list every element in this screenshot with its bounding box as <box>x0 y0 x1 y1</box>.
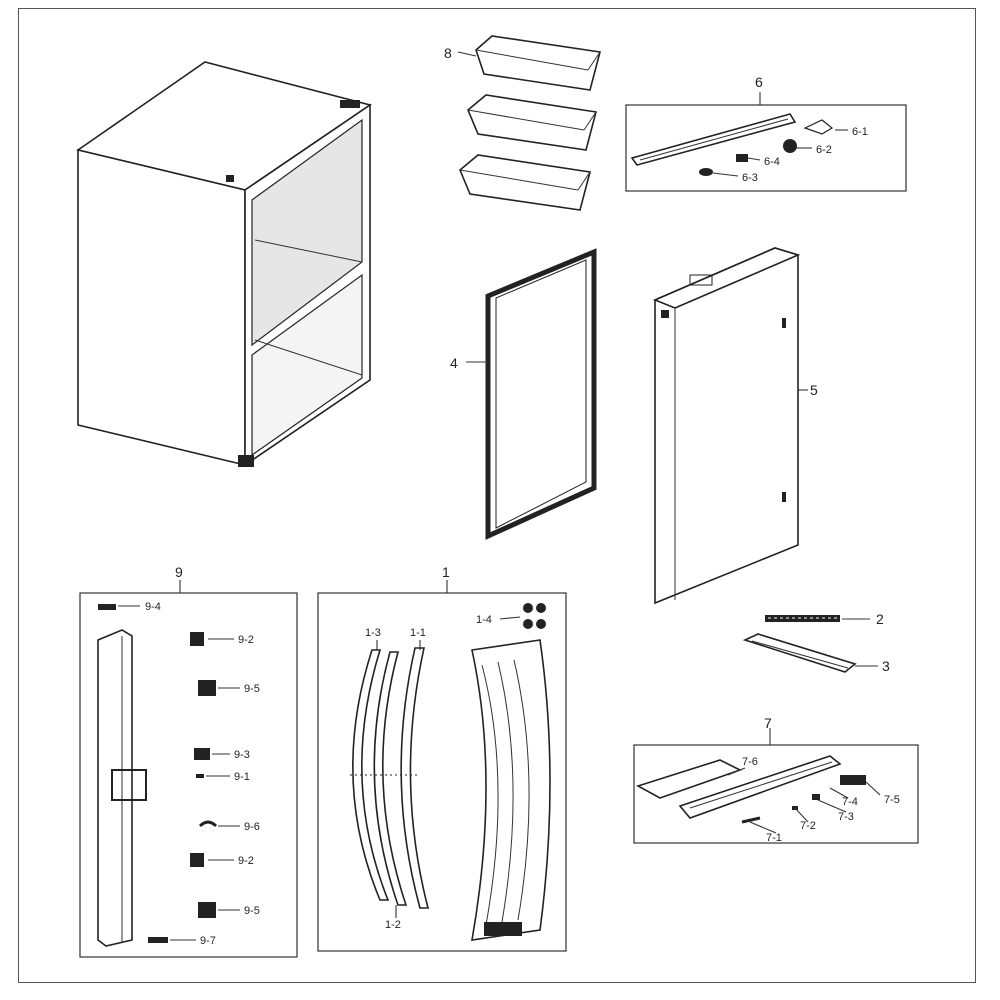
label-6: 6 <box>755 74 763 90</box>
label-1-2: 1-2 <box>385 919 401 931</box>
label-3: 3 <box>882 658 890 674</box>
door-bins <box>459 35 602 211</box>
label-7: 7 <box>764 715 772 731</box>
refrigerator-cabinet <box>76 61 372 467</box>
leader-lines <box>118 51 881 941</box>
label-1-1: 1-1 <box>410 627 426 639</box>
door-bin-top <box>475 35 602 91</box>
label-6-1: 6-1 <box>852 126 868 138</box>
label-4: 4 <box>450 355 458 371</box>
part-3-bar <box>742 633 857 673</box>
box-7-bottom-hinge-assembly <box>633 744 919 844</box>
box-9-handle-assembly <box>79 592 298 958</box>
label-9-2-bottom: 9-2 <box>238 855 254 867</box>
part-labels: 8 4 6 6-1 6-2 6-4 6-3 5 2 3 7 7-6 7-4 7-… <box>145 45 900 947</box>
label-9-5-bottom: 9-5 <box>244 905 260 917</box>
box-6-top-hinge-assembly <box>625 104 907 192</box>
door-bin-bottom <box>459 154 592 211</box>
label-1-3: 1-3 <box>365 627 381 639</box>
label-6-3: 6-3 <box>742 172 758 184</box>
label-7-5: 7-5 <box>884 794 900 806</box>
label-9-5-top: 9-5 <box>244 683 260 695</box>
door-panel <box>652 247 801 605</box>
box-1-handle-parts <box>317 592 567 952</box>
label-7-2: 7-2 <box>800 820 816 832</box>
label-1-4: 1-4 <box>476 614 492 626</box>
door-bin-middle <box>467 94 597 151</box>
label-8: 8 <box>444 45 452 61</box>
label-9-3: 9-3 <box>234 749 250 761</box>
label-7-3: 7-3 <box>838 811 854 823</box>
label-9: 9 <box>175 564 183 580</box>
label-7-4: 7-4 <box>842 796 858 808</box>
label-9-7: 9-7 <box>200 935 216 947</box>
label-6-4: 6-4 <box>764 156 780 168</box>
label-1: 1 <box>442 564 450 580</box>
label-9-6: 9-6 <box>244 821 260 833</box>
diagram-frame <box>18 8 976 983</box>
part-2-strip <box>765 615 840 622</box>
label-6-2: 6-2 <box>816 144 832 156</box>
label-5: 5 <box>810 382 818 398</box>
label-9-4: 9-4 <box>145 601 161 613</box>
label-9-1: 9-1 <box>234 771 250 783</box>
door-gasket <box>485 248 597 540</box>
label-7-1: 7-1 <box>766 832 782 844</box>
label-7-6: 7-6 <box>742 756 758 768</box>
label-9-2-top: 9-2 <box>238 634 254 646</box>
label-2: 2 <box>876 611 884 627</box>
